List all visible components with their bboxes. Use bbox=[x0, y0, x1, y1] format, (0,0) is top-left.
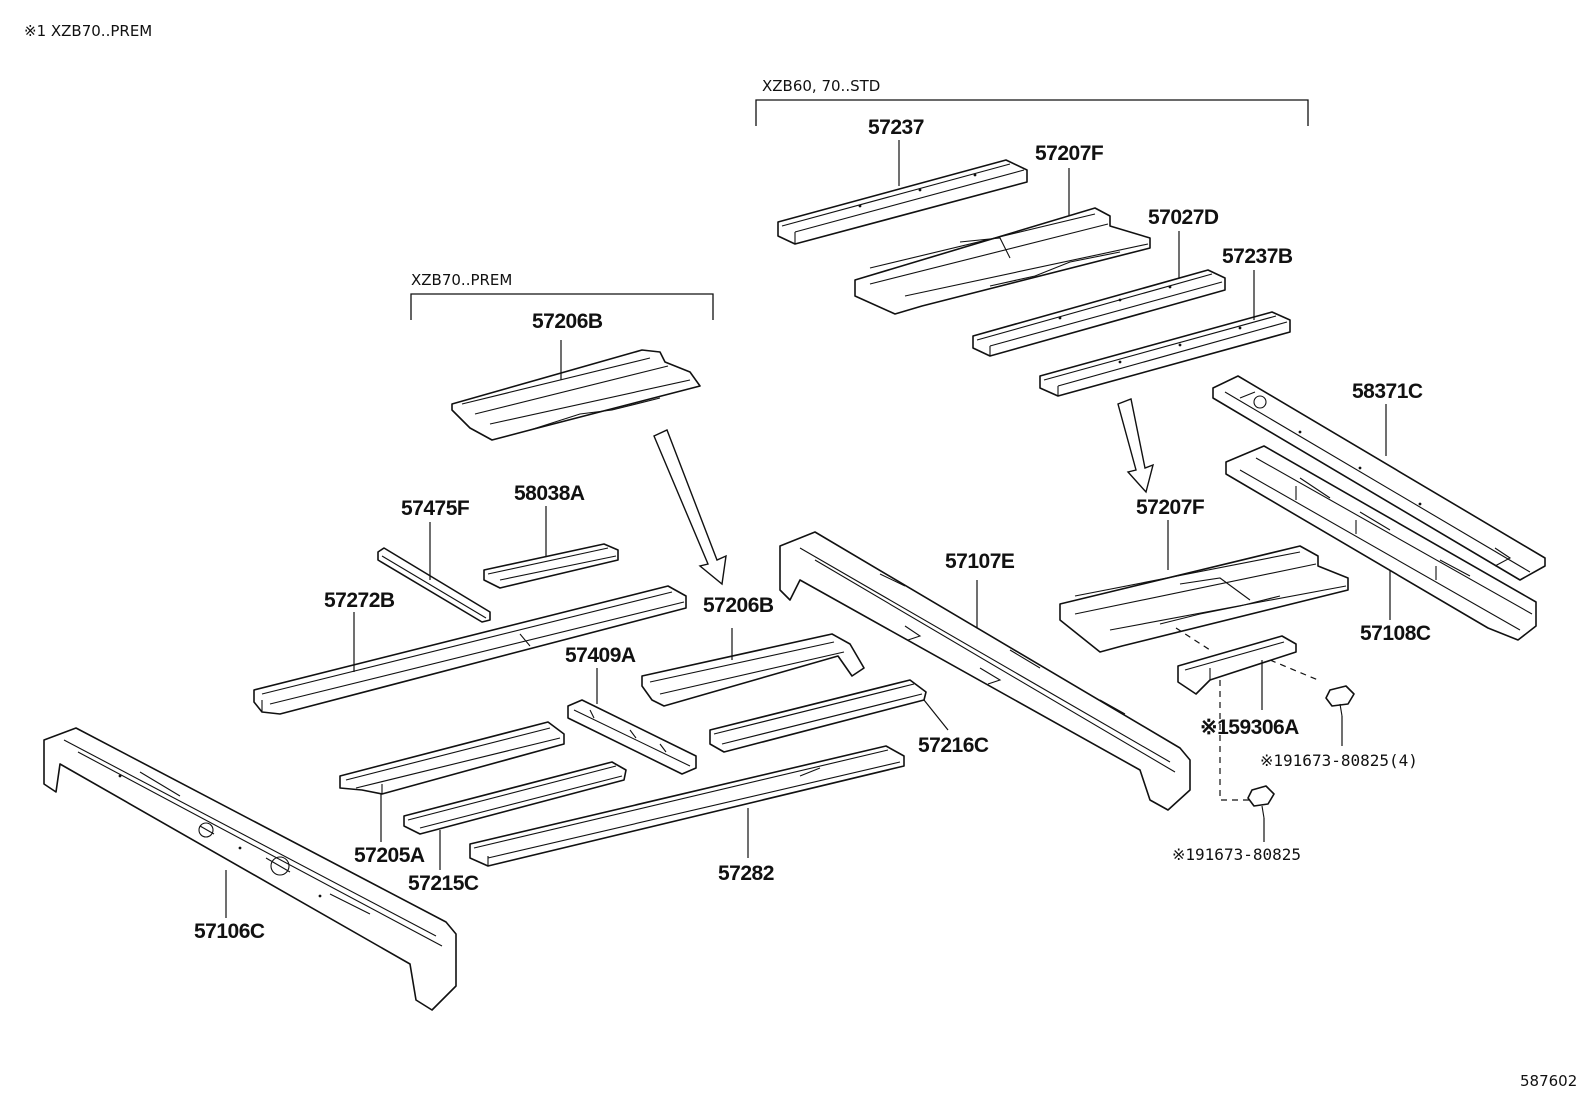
label-57409A[interactable]: 57409A bbox=[565, 644, 636, 667]
figure-id: 587602 bbox=[1520, 1072, 1577, 1090]
label-58371C[interactable]: 58371C bbox=[1352, 380, 1423, 403]
assembly-arrow-center bbox=[653, 429, 727, 586]
footnote-text: ※1 XZB70..PREM bbox=[24, 22, 152, 40]
label-57282[interactable]: 57282 bbox=[718, 862, 774, 885]
prem-group-label: XZB70..PREM bbox=[411, 271, 512, 289]
part-58371C-drawing[interactable] bbox=[1212, 375, 1546, 581]
part-57027D-drawing[interactable] bbox=[972, 269, 1226, 357]
part-57205A-drawing[interactable] bbox=[339, 721, 565, 795]
part-57282-drawing[interactable] bbox=[469, 745, 905, 867]
label-59306A[interactable]: ※159306A bbox=[1200, 716, 1300, 739]
label-57206B-top[interactable]: 57206B bbox=[532, 310, 603, 333]
label-57216C[interactable]: 57216C bbox=[918, 734, 989, 757]
bolt-191673-80825-drawing[interactable] bbox=[1247, 785, 1275, 819]
label-57207F-mid[interactable]: 57207F bbox=[1136, 496, 1205, 519]
part-59306A-drawing[interactable] bbox=[1177, 635, 1297, 695]
label-57106C[interactable]: 57106C bbox=[194, 920, 265, 943]
label-57272B[interactable]: 57272B bbox=[324, 589, 395, 612]
part-57409A-drawing[interactable] bbox=[567, 699, 697, 775]
part-57207F-top-drawing[interactable] bbox=[854, 207, 1151, 315]
part-57107E-drawing[interactable] bbox=[779, 531, 1191, 811]
part-57215C-drawing[interactable] bbox=[403, 761, 627, 835]
label-57237B[interactable]: 57237B bbox=[1222, 245, 1293, 268]
std-group-label: XZB60, 70..STD bbox=[762, 77, 880, 95]
label-57205A[interactable]: 57205A bbox=[354, 844, 425, 867]
part-57207F-mid-drawing[interactable] bbox=[1059, 545, 1349, 653]
label-57107E[interactable]: 57107E bbox=[945, 550, 1015, 573]
part-57106C-drawing[interactable] bbox=[43, 727, 457, 1011]
part-57216C-drawing[interactable] bbox=[709, 679, 927, 753]
label-57215C[interactable]: 57215C bbox=[408, 872, 479, 895]
part-57475F-drawing[interactable] bbox=[377, 547, 491, 623]
label-57108C[interactable]: 57108C bbox=[1360, 622, 1431, 645]
part-57206B-top-drawing[interactable] bbox=[451, 349, 701, 441]
part-57237B-drawing[interactable] bbox=[1039, 311, 1291, 397]
part-57237-drawing[interactable] bbox=[777, 159, 1028, 245]
label-57237[interactable]: 57237 bbox=[868, 116, 924, 139]
prem-group-bracket: XZB70..PREM bbox=[410, 271, 714, 320]
part-58038A-drawing[interactable] bbox=[483, 543, 619, 589]
assembly-dashline bbox=[1175, 627, 1319, 801]
std-group-bracket: XZB60, 70..STD bbox=[755, 77, 1309, 126]
label-57475F[interactable]: 57475F bbox=[401, 497, 470, 520]
label-191673-80825[interactable]: ※191673-80825 bbox=[1172, 845, 1301, 864]
leader-57216C bbox=[923, 699, 949, 731]
label-57206B-mid[interactable]: 57206B bbox=[703, 594, 774, 617]
part-57206B-mid-drawing[interactable] bbox=[641, 633, 865, 707]
label-58038A[interactable]: 58038A bbox=[514, 482, 585, 505]
assembly-arrow-right bbox=[1117, 398, 1155, 494]
label-57027D[interactable]: 57027D bbox=[1148, 206, 1219, 229]
bolt-191673-80825-4-drawing[interactable] bbox=[1325, 685, 1355, 717]
part-57272B-drawing[interactable] bbox=[253, 585, 687, 715]
label-191673-80825-4[interactable]: ※191673-80825(4) bbox=[1260, 751, 1418, 770]
part-57108C-drawing[interactable] bbox=[1225, 445, 1537, 641]
label-57207F-top[interactable]: 57207F bbox=[1035, 142, 1104, 165]
